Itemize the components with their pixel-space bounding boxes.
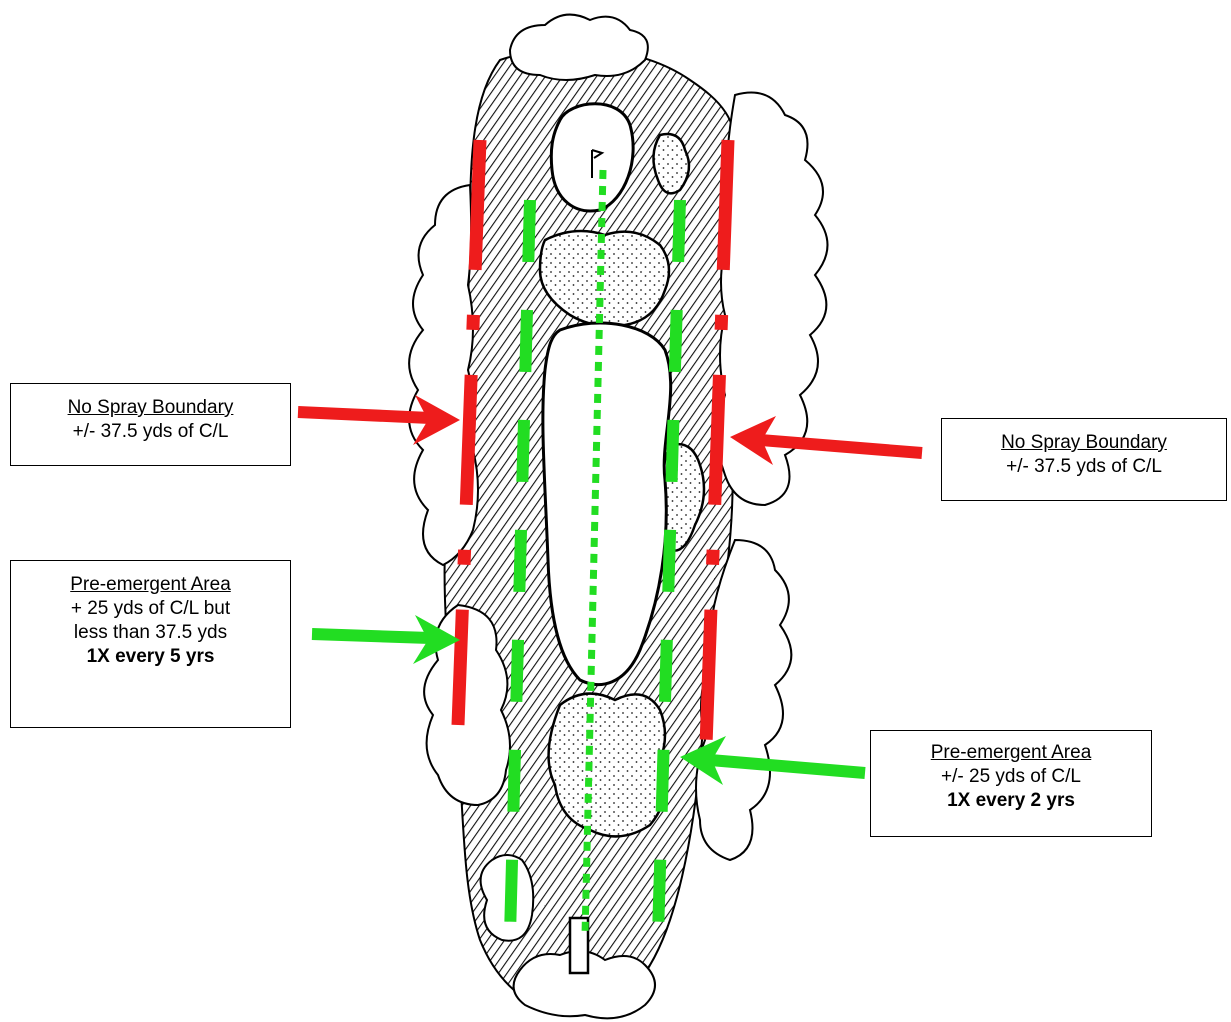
preemergent-label-left-title: Pre-emergent Area	[11, 573, 290, 597]
nospray-label-right-title: No Spray Boundary	[942, 431, 1226, 455]
preemergent-label-left-line1: + 25 yds of C/L but	[11, 597, 290, 621]
preemergent-label-left-line2: less than 37.5 yds	[11, 621, 290, 645]
nospray-label-right-detail: +/- 37.5 yds of C/L	[942, 455, 1226, 479]
preemergent-label-left: Pre-emergent Area + 25 yds of C/L but le…	[10, 560, 291, 728]
preemergent-label-right: Pre-emergent Area +/- 25 yds of C/L 1X e…	[870, 730, 1152, 837]
preemergent-label-right-frequency: 1X every 2 yrs	[871, 789, 1151, 813]
preemergent-label-right-detail: +/- 25 yds of C/L	[871, 765, 1151, 789]
nospray-label-right: No Spray Boundary +/- 37.5 yds of C/L	[941, 418, 1227, 501]
tree-cluster-top	[510, 15, 648, 80]
nospray-label-left: No Spray Boundary +/- 37.5 yds of C/L	[10, 383, 291, 466]
preemergent-label-left-frequency: 1X every 5 yrs	[11, 645, 290, 669]
nospray-label-left-title: No Spray Boundary	[11, 396, 290, 420]
bunker-fairway-lower	[549, 694, 666, 837]
bunker-right-small	[653, 134, 689, 193]
nospray-label-left-detail: +/- 37.5 yds of C/L	[11, 420, 290, 444]
preemergent-label-right-title: Pre-emergent Area	[871, 741, 1151, 765]
